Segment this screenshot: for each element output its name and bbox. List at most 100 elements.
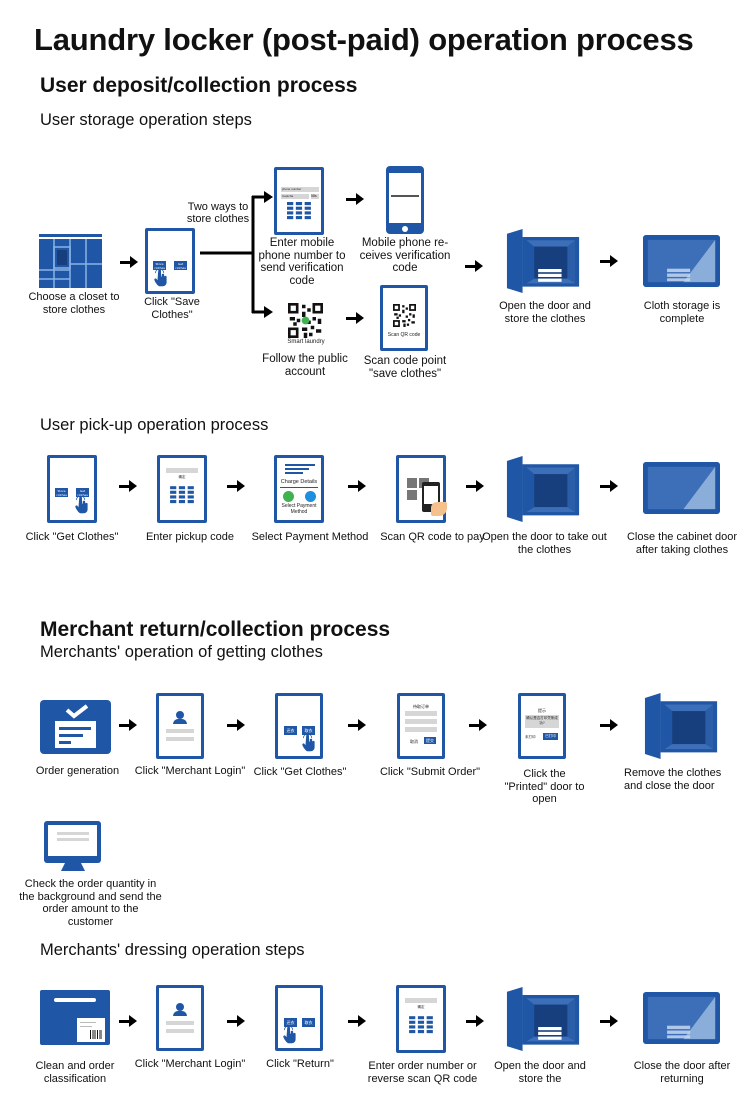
dressing-heading: Merchants' dressing operation steps [40,941,305,959]
step-open-store-dressing: Open the door and store the [494,1060,586,1085]
printed-button-icon: 已打印 [543,733,558,740]
arrow-right-icon [600,255,618,267]
arrow-right-icon [348,719,366,731]
pending-order-label: 待取订单 [413,704,429,709]
step-click-save: Click "Save Clothes" [144,296,200,321]
get-clothes-merchant-screen-icon: 还衣 取衣 [275,693,323,759]
tap-hand-icon [302,734,316,752]
open-locker-clothes-icon [505,987,583,1051]
step-follow-account: Follow the public account [262,353,348,378]
user-icon [176,1003,184,1011]
arrow-right-icon [119,480,137,492]
step-receive-code: Mobile phone re- ceives verification cod… [359,237,451,274]
closed-locker-icon [643,461,720,515]
step-merchant-login: Click "Merchant Login" [134,765,246,777]
keypad-icon [281,202,319,228]
step-scan-point: Scan code point "save clothes" [363,355,447,380]
captcha-timer-icon: 58s [311,194,317,198]
storage-steps-heading: User storage operation steps [40,111,252,129]
arrow-right-icon [346,193,364,205]
confirm-label-icon: 确定 [178,475,186,479]
qr-code-icon [393,304,416,327]
step-check-order: Check the order quantity in the backgrou… [19,878,162,928]
arrow-right-icon [469,719,487,731]
qr-code-icon [288,303,323,338]
step-enter-pickup-code: Enter pickup code [145,531,235,543]
step-submit-order: Click "Submit Order" [379,766,481,778]
step-clean-classify: Clean and order classification [35,1060,115,1085]
arrow-right-icon [227,480,245,492]
monitor-icon [44,821,101,863]
arrow-right-icon [465,260,483,272]
prompt-label: 提示 [538,708,546,713]
confirm-print-text: 确认是否打印凭条成功? [526,716,558,725]
open-locker-icon [505,456,583,522]
scan-pay-screen-icon [396,455,447,523]
select-payment-label: Select Payment Method [281,503,317,515]
store-clothes-button-icon: Store clothes [55,488,68,497]
return-screen-icon: 还衣 取衣 [275,985,323,1051]
arrow-right-icon [348,480,366,492]
package-label-icon [40,990,110,1045]
arrow-right-icon [348,1015,366,1027]
captcha-field-icon: Captcha [282,194,294,198]
open-locker-icon [643,693,721,759]
user-section-heading: User deposit/collection process [40,74,358,97]
step-order-generation: Order generation [35,765,120,777]
wechat-pay-icon [283,491,294,502]
step-get-clothes-merchant: Click "Get Clothes" [253,766,347,778]
closed-locker-clothes-icon [643,991,720,1045]
step-enter-phone: Enter mobile phone number to send verifi… [258,237,346,287]
submit-button-icon: 提交 [424,737,436,744]
arrow-right-icon [120,256,138,268]
pickup-heading: User pick-up operation process [40,416,269,434]
barcode-label-icon [77,1018,105,1042]
tap-hand-icon [154,269,168,287]
payment-screen-icon: Charge Details Select Payment Method [274,455,324,523]
save-clothes-screen-icon: Store clothes Get clothes [145,228,195,294]
step-close-after-taking: Close the cabinet door after taking clot… [626,531,738,556]
monitor-stand-icon [61,863,85,871]
alipay-icon [305,491,316,502]
submit-order-screen-icon: 待取订单 取消 提交 [397,693,445,759]
take-button-icon: 取衣 [302,726,315,735]
step-merchant-login-dressing: Click "Merchant Login" [134,1058,246,1070]
branch-connector [200,191,273,318]
printed-prompt-screen-icon: 提示 确认是否打印凭条成功? 未打印 已打印 [518,693,566,759]
phone-entry-screen-icon: phone number Captcha 58s [274,167,324,235]
cancel-button-icon: 取消 [410,739,418,744]
getting-heading: Merchants' operation of getting clothes [40,643,323,661]
merchant-login-screen-icon [156,693,204,759]
keypad-icon [404,1012,440,1046]
arrow-right-icon [466,1015,484,1027]
keypad-icon [165,482,201,516]
locker-grid-icon [39,234,102,288]
return-button-icon: 还衣 [284,1018,297,1027]
open-locker-clothes-icon [505,229,583,293]
step-close-after-returning: Close the door after returning [633,1060,731,1085]
tap-hand-icon [283,1026,297,1044]
step-open-store: Open the door and store the clothes [499,300,591,325]
step-click-return: Click "Return" [266,1058,334,1070]
branch-label: Two ways to store clothes [186,201,250,225]
step-open-take: Open the door to take out the clothes [482,531,607,556]
arrow-right-icon [600,719,618,731]
step-select-payment: Select Payment Method [251,531,369,543]
order-generation-icon [40,700,111,754]
confirm-label-icon: 确定 [417,1005,425,1009]
checkmark-icon [65,704,89,719]
phone-number-field-icon: phone number [282,187,302,191]
store-clothes-button-icon: Store clothes [153,261,166,270]
step-printed: Click the "Printed" door to open [504,768,585,805]
closed-locker-clothes-icon [643,234,720,288]
arrow-right-icon [119,1015,137,1027]
charge-details-label: Charge Details [280,479,318,485]
scan-qr-label: Scan QR code [387,332,421,338]
arrow-right-icon [346,312,364,324]
step-enter-order: Enter order number or reverse scan QR co… [367,1060,478,1085]
user-icon [176,711,184,719]
tap-hand-icon [75,496,89,514]
step-choose-closet: Choose a closet to store clothes [28,291,120,316]
get-clothes-button-icon: Get clothes [76,488,89,497]
merchant-section-heading: Merchant return/collection process [40,618,391,641]
